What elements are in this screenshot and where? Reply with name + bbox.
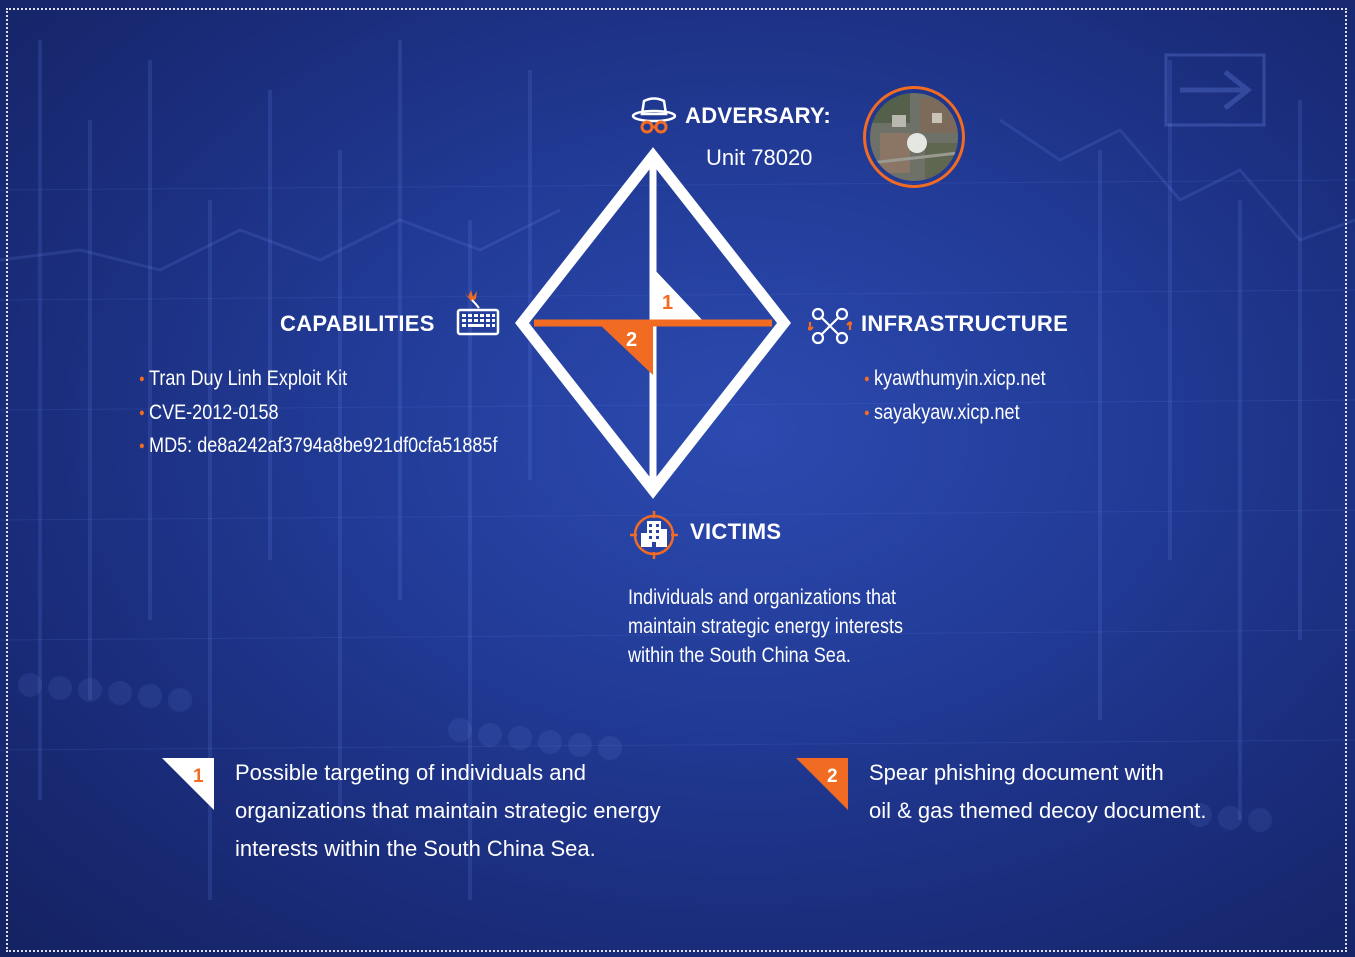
adversary-name: Unit 78020 <box>706 145 813 170</box>
adversary-title: ADVERSARY: <box>685 103 832 128</box>
diamond-marker-2-number: 2 <box>626 329 638 351</box>
spy-hat-icon <box>631 97 677 134</box>
note-line: Spear phishing document with <box>869 760 1164 785</box>
victims-description-line: maintain strategic energy interests <box>628 615 904 638</box>
victims-description: Individuals and organizations that maint… <box>628 583 955 670</box>
note-2-text: Spear phishing document with oil & gas t… <box>869 754 1207 830</box>
note-line: oil & gas themed decoy document. <box>869 798 1207 823</box>
victims-title: VICTIMS <box>690 519 782 544</box>
diamond-marker-1-number: 1 <box>662 292 674 314</box>
victims-description-line: Individuals and organizations that <box>628 586 897 609</box>
aerial-photo <box>863 86 965 188</box>
note-1-marker: 1 <box>162 758 214 810</box>
note-line: Possible targeting of individuals and <box>235 760 587 785</box>
list-item: CVE-2012-0158 <box>139 398 497 432</box>
infrastructure-list: kyawthumyin.xicp.net sayakyaw.xicp.net <box>864 364 1075 431</box>
marker-2-triangle <box>598 323 653 375</box>
note-1-number: 1 <box>193 766 204 787</box>
marker-1-triangle <box>653 268 705 323</box>
capabilities-list: Tran Duy Linh Exploit Kit CVE-2012-0158 … <box>139 364 556 465</box>
note-1-text: Possible targeting of individuals and or… <box>235 754 661 868</box>
note-2-number: 2 <box>827 766 838 787</box>
victims-description-line: within the South China Sea. <box>628 644 851 667</box>
diamond-outline <box>515 147 791 499</box>
keyboard-exploit-icon <box>456 290 500 336</box>
list-item: kyawthumyin.xicp.net <box>864 364 1046 398</box>
capabilities-title: CAPABILITIES <box>280 311 435 336</box>
infrastructure-title: INFRASTRUCTURE <box>861 311 1069 336</box>
list-item: Tran Duy Linh Exploit Kit <box>139 364 497 398</box>
target-building-icon <box>630 511 678 559</box>
aerial-photo-image <box>870 93 958 181</box>
note-line: interests within the South China Sea. <box>235 836 596 861</box>
network-nodes-icon <box>808 307 852 345</box>
note-2-marker: 2 <box>796 758 848 810</box>
list-item: MD5: de8a242af3794a8be921df0cfa51885f <box>139 431 497 465</box>
note-line: organizations that maintain strategic en… <box>235 798 661 823</box>
list-item: sayakyaw.xicp.net <box>864 398 1046 432</box>
